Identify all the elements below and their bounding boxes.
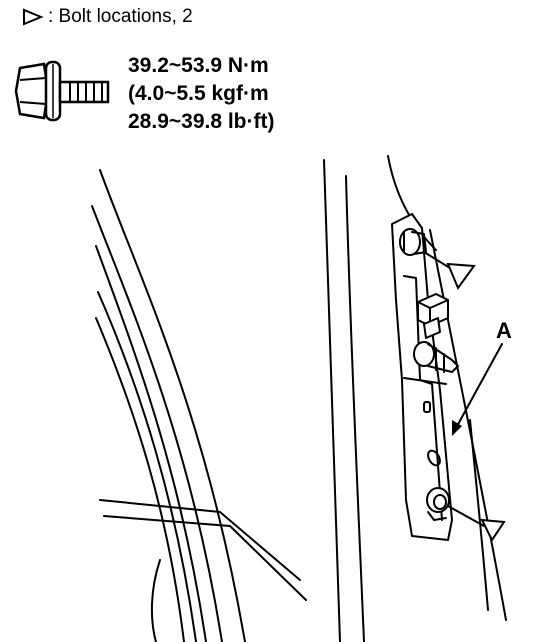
torque-nm: 39.2~53.9 N·m <box>128 54 269 77</box>
door-pillar-drawing <box>91 155 507 642</box>
pillar-line-2 <box>387 155 437 251</box>
upper-bolt <box>399 228 427 256</box>
callout-a-arrowhead <box>452 420 462 436</box>
pillar-line-1 <box>323 159 341 642</box>
upper-bolt-marker-icon <box>446 262 476 291</box>
bracket-step <box>403 377 447 385</box>
bracket-slot-2 <box>427 449 441 467</box>
legend-text: : Bolt locations, 2 <box>48 6 193 27</box>
bracket-slot-1 <box>423 401 431 413</box>
lower-bolt-marker-icon <box>480 518 506 542</box>
sill-line-3 <box>150 559 161 642</box>
pillar-line-5 <box>469 419 489 611</box>
torque-spec: 39.2~53.9 N·m (4.0~5.5 kgf·m 28.9~39.8 l… <box>128 52 274 136</box>
sill-line-2 <box>103 515 307 601</box>
sill-line-1 <box>99 499 301 581</box>
callout-a-label: A <box>496 318 512 343</box>
hollow-triangle-icon <box>23 8 44 26</box>
torque-lbft: 28.9~39.8 lb·ft) <box>128 110 275 133</box>
door-frame-line-5 <box>95 317 185 642</box>
door-frame-line-4 <box>97 291 197 642</box>
lower-bolt-leader <box>447 505 485 527</box>
lower-bolt <box>426 487 450 521</box>
torque-kgfm: (4.0~5.5 kgf·m <box>128 82 269 105</box>
striker-block <box>417 293 449 339</box>
door-frame-line-2 <box>91 205 223 642</box>
callout-a-leader <box>455 343 503 429</box>
legend: : Bolt locations, 2 <box>22 6 193 28</box>
door-frame-line-1 <box>99 169 246 642</box>
middle-stud <box>413 341 459 373</box>
pillar-line-3 <box>345 175 365 642</box>
upper-bolt-leader <box>423 251 451 269</box>
bolt-icon <box>14 60 110 122</box>
door-frame-line-3 <box>95 245 207 642</box>
